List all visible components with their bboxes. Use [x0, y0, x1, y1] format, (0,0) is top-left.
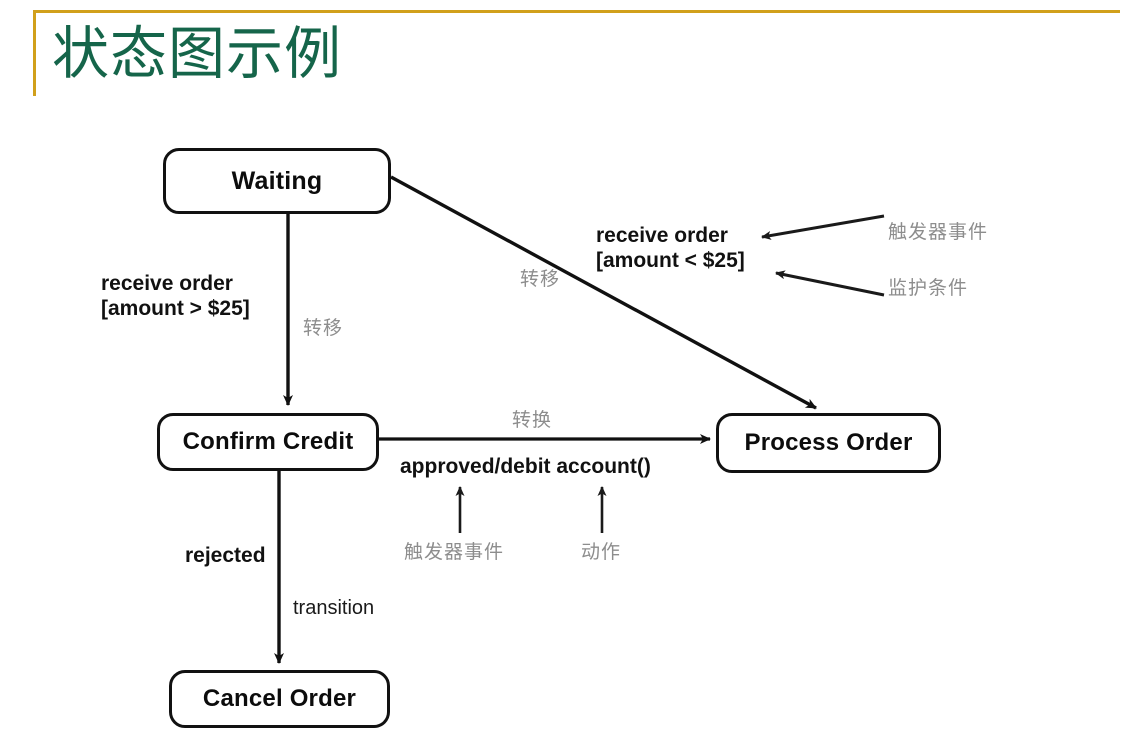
page-title: 状态图示例	[52, 21, 342, 87]
annotation-transition-cn-1: 转移	[303, 317, 344, 339]
transition-label-receive-order-lt: receive order [amount < $25]	[596, 223, 745, 273]
transition-sublabel-transition: transition	[293, 597, 375, 619]
state-node-process-order[interactable]: Process Order	[716, 413, 941, 473]
title-rule-top	[33, 10, 1120, 13]
state-label-process-order: Process Order	[744, 429, 913, 456]
diagram-connectors	[274, 175, 885, 664]
annotation-trigger-event-bottom: 触发器事件	[404, 541, 505, 563]
annotation-guard-condition-right: 监护条件	[888, 277, 969, 299]
annotation-action-bottom: 动作	[581, 541, 622, 563]
state-label-waiting: Waiting	[231, 166, 323, 195]
title-rule-left	[33, 10, 36, 96]
transition-label-receive-order-gt: receive order [amount > $25]	[101, 271, 250, 321]
transition-label-line1: receive order	[101, 272, 233, 295]
annotation-transition-cn-2: 转移	[520, 268, 561, 290]
transition-waiting-to-process	[390, 175, 817, 410]
transition-label-rejected: rejected	[185, 544, 266, 567]
transition-label-approved-debit: approved/debit account()	[400, 455, 651, 478]
annotation-pointer-guard-right	[775, 270, 885, 297]
state-node-waiting[interactable]: Waiting	[163, 148, 391, 214]
transition-label-line2: [amount < $25]	[596, 249, 745, 272]
annotation-pointer-trigger-right	[761, 214, 885, 240]
transition-label-line1: receive order	[596, 224, 728, 247]
transition-label-line2: [amount > $25]	[101, 297, 250, 320]
state-node-cancel-order[interactable]: Cancel Order	[169, 670, 390, 728]
state-label-cancel-order: Cancel Order	[202, 685, 357, 712]
state-diagram: Waiting Confirm Credit Process Order Can…	[0, 105, 1134, 749]
state-node-confirm-credit[interactable]: Confirm Credit	[157, 413, 379, 471]
annotation-trigger-event-right: 触发器事件	[888, 221, 989, 243]
annotation-conversion-cn: 转换	[512, 409, 553, 431]
state-label-confirm-credit: Confirm Credit	[182, 428, 354, 455]
